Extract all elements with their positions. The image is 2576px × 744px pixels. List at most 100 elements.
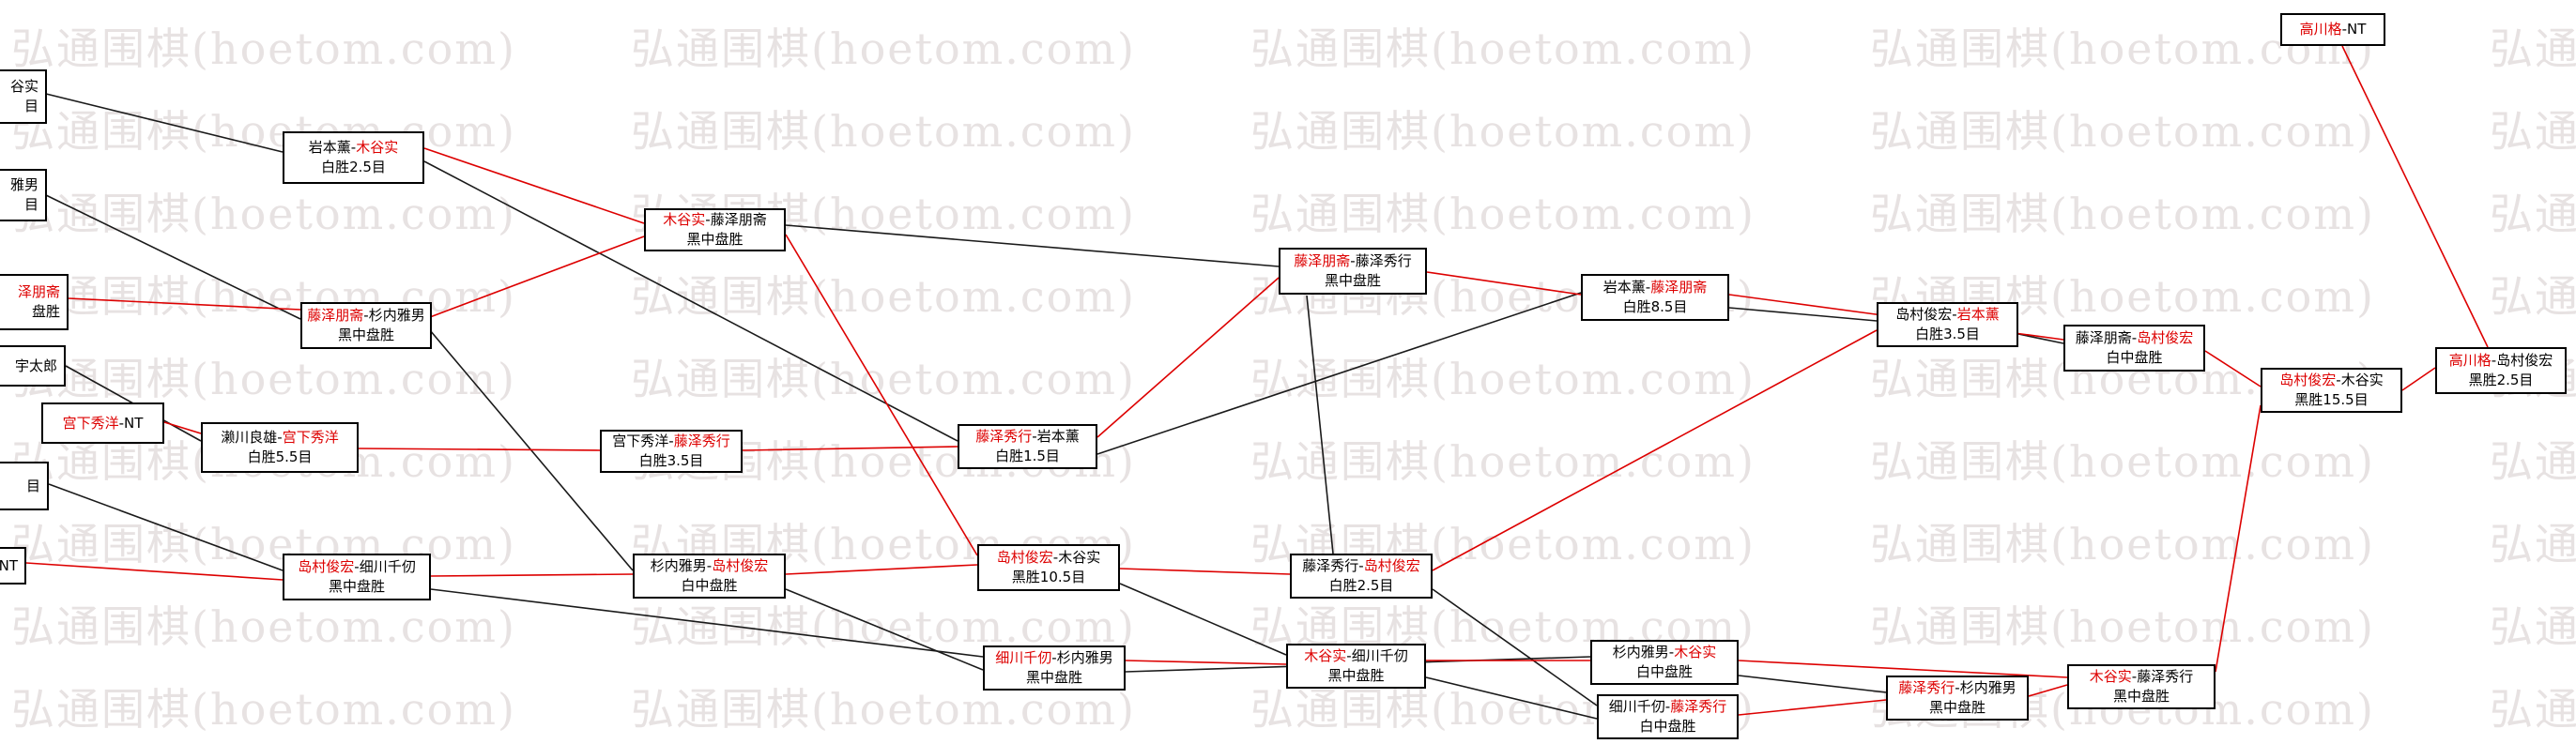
winner-edge <box>742 446 958 451</box>
match-text: 黑中盘胜 <box>328 578 385 595</box>
winner-name: 藤泽秀行 <box>1670 698 1727 715</box>
match-text: 岩本薰- <box>1602 279 1651 296</box>
winner-edge <box>1125 660 1287 665</box>
watermark-text: 弘通围棋(hoetom.com) <box>1250 189 1756 239</box>
match-text: 白胜2.5目 <box>321 159 386 175</box>
match-text: -藤泽朋斋 <box>705 211 767 228</box>
winner-edge <box>25 562 284 581</box>
winner-edge <box>2204 350 2262 387</box>
winner-name: 藤泽秀行 <box>975 428 1033 445</box>
watermark-text: 弘通围棋(hoetom.com) <box>631 684 1136 735</box>
match-text: 宇太郎 <box>14 357 57 374</box>
bracket-edge <box>1738 675 1887 693</box>
match-players: 木谷实-藤泽秀行 <box>2072 667 2211 687</box>
match-node[interactable]: 细川千仞-杉内雅男黑中盘胜 <box>983 645 1126 691</box>
match-node[interactable]: 岩本薰-木谷实白胜2.5目 <box>283 131 424 184</box>
match-players: 岩本薰-木谷实 <box>287 138 420 158</box>
match-players: 宫下秀洋-藤泽秀行 <box>605 432 738 451</box>
winner-edge <box>2341 45 2489 348</box>
match-text: 白胜3.5目 <box>1915 326 1980 342</box>
match-players: 细川千仞-藤泽秀行 <box>1602 697 1734 717</box>
match-node[interactable]: 细川千仞-藤泽秀行白中盘胜 <box>1597 694 1739 739</box>
match-text: 黑中盘胜 <box>1327 667 1385 684</box>
winner-name: 岛村俊宏 <box>712 557 769 574</box>
match-node[interactable]: NT <box>0 547 26 585</box>
winner-name: 岛村俊宏 <box>2279 372 2337 388</box>
match-node[interactable]: 岛村俊宏-木谷实黑胜10.5目 <box>977 544 1120 591</box>
watermark-text: 弘通围棋(hoetom.com) <box>11 189 516 239</box>
match-players: 木谷实-藤泽朋斋 <box>649 210 781 230</box>
winner-name: 高川格 <box>2448 352 2492 369</box>
winner-edge <box>785 234 978 556</box>
match-text: -细川千仞 <box>354 558 416 575</box>
bracket-edge <box>1432 588 1598 706</box>
match-node[interactable]: 宫下秀洋-藤泽秀行白胜3.5目 <box>600 430 743 473</box>
match-text: 雅男 <box>9 176 38 193</box>
match-text: -杉内雅男 <box>363 307 425 324</box>
match-node[interactable]: 藤泽秀行-杉内雅男黑中盘胜 <box>1886 676 2029 721</box>
match-text: -NT <box>2341 21 2367 38</box>
bracket-edge <box>45 93 284 153</box>
match-node[interactable]: 宫下秀洋-NT <box>41 402 164 444</box>
match-result: 黑中盘胜 <box>287 577 426 597</box>
match-text: 白中盘胜 <box>1635 663 1693 680</box>
match-result: 目 <box>0 477 44 496</box>
match-text: 黑中盘胜 <box>1025 669 1082 686</box>
match-node[interactable]: 藤泽秀行-岛村俊宏白胜2.5目 <box>1290 554 1433 599</box>
match-node[interactable]: 杉内雅男-岛村俊宏白中盘胜 <box>633 554 786 599</box>
match-result: 白胜1.5目 <box>962 447 1093 466</box>
match-players: 雅男 <box>0 175 42 195</box>
match-players: 藤泽秀行-岛村俊宏 <box>1295 556 1428 576</box>
match-node[interactable]: 木谷实-细川千仞黑中盘胜 <box>1286 644 1426 689</box>
winner-edge <box>1738 699 1887 716</box>
watermark-text: 弘通围棋(hoetom.com) <box>2490 23 2576 74</box>
match-node[interactable]: 高川格-NT <box>2280 13 2385 46</box>
match-node[interactable]: 雅男目 <box>0 169 47 221</box>
match-players: 木谷实-细川千仞 <box>1291 646 1421 666</box>
match-players: 谷实 <box>0 77 42 97</box>
winner-edge <box>358 448 601 451</box>
match-text: 白中盘胜 <box>1639 718 1696 735</box>
winner-name: 藤泽朋斋 <box>1650 279 1708 296</box>
match-text: 宫下秀洋- <box>612 433 674 449</box>
match-node[interactable]: 藤泽朋斋-藤泽秀行黑中盘胜 <box>1279 248 1427 295</box>
match-players: 藤泽秀行-岩本薰 <box>962 427 1093 447</box>
match-node[interactable]: 藤泽朋斋-岛村俊宏白中盘胜 <box>2063 325 2205 372</box>
match-node[interactable]: 岛村俊宏-岩本薰白胜3.5目 <box>1877 302 2018 347</box>
match-node[interactable]: 岩本薰-藤泽朋斋白胜8.5目 <box>1581 274 1729 321</box>
match-result: 白中盘胜 <box>1602 717 1734 736</box>
winner-edge <box>430 573 634 577</box>
winner-edge <box>1119 568 1291 575</box>
match-node[interactable]: 濑川良雄-宫下秀洋白胜5.5目 <box>201 422 359 473</box>
watermark-text: 弘通围棋(hoetom.com) <box>631 106 1136 157</box>
match-text: -藤泽秀行 <box>1350 252 1412 269</box>
winner-edge <box>1426 271 1582 296</box>
match-node[interactable]: 谷实目 <box>0 69 47 124</box>
match-node[interactable]: 木谷实-藤泽秀行黑中盘胜 <box>2067 664 2216 709</box>
winner-edge <box>785 564 978 575</box>
match-text: 黑胜2.5目 <box>2468 372 2534 388</box>
match-node[interactable]: 宇太郎 <box>0 345 66 387</box>
winner-name: 藤泽秀行 <box>673 433 730 449</box>
match-node[interactable]: 高川格-岛村俊宏黑胜2.5目 <box>2435 347 2567 394</box>
match-node[interactable]: 木谷实-藤泽朋斋黑中盘胜 <box>644 208 786 251</box>
match-players: 岛村俊宏-木谷实 <box>2265 371 2398 390</box>
match-node[interactable]: 目 <box>0 462 49 510</box>
match-node[interactable]: 岛村俊宏-木谷实黑胜15.5目 <box>2261 368 2402 413</box>
winner-name: 宫下秀洋 <box>282 429 339 446</box>
match-text: 目 <box>23 98 38 114</box>
match-text: 白中盘胜 <box>681 577 738 594</box>
watermark-text: 弘通围棋(hoetom.com) <box>2490 601 2576 652</box>
match-node[interactable]: 杉内雅男-木谷实白中盘胜 <box>1590 640 1739 685</box>
match-node[interactable]: 藤泽朋斋-杉内雅男黑中盘胜 <box>300 302 432 349</box>
match-node[interactable]: 藤泽秀行-岩本薰白胜1.5目 <box>958 424 1097 469</box>
match-players: 杉内雅男-木谷实 <box>1595 643 1734 662</box>
match-text: 白胜5.5目 <box>247 448 313 465</box>
watermark-text: 弘通围棋(hoetom.com) <box>11 106 516 157</box>
match-node[interactable]: 岛村俊宏-细川千仞黑中盘胜 <box>283 554 431 600</box>
match-result: 黑中盘胜 <box>988 668 1121 688</box>
match-result: 黑中盘胜 <box>2072 687 2211 706</box>
winner-name: 岩本薰 <box>1956 306 2000 323</box>
match-result: 黑中盘胜 <box>1283 271 1422 291</box>
match-node[interactable]: 泽朋斋盘胜 <box>0 274 69 330</box>
